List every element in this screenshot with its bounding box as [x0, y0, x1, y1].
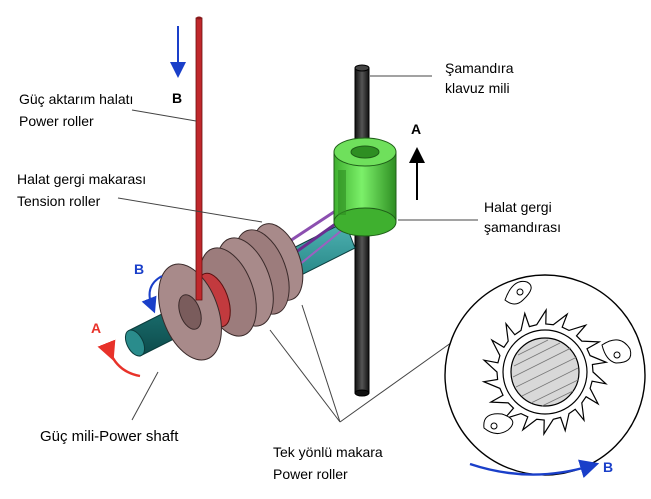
label-power-rope-en: Power roller [19, 113, 94, 129]
label-power-rope-tr: Güç aktarım halatı [19, 91, 133, 107]
arrow-a-bottom [97, 339, 141, 378]
leader-lines [117, 75, 478, 423]
one-way-roller-detail [444, 274, 646, 476]
label-tension-float-1: Halat gergi [484, 199, 552, 215]
marker-b-mid: B [134, 261, 144, 277]
label-tension-roller-en: Tension roller [17, 193, 101, 209]
tension-float [333, 137, 397, 237]
marker-a-top: A [411, 121, 421, 137]
marker-a-bottom: A [91, 320, 101, 336]
label-tension-float-2: şamandırası [484, 219, 561, 235]
power-rope [195, 16, 203, 301]
marker-b-bottom: B [603, 459, 613, 475]
label-power-shaft: Güç mili-Power shaft [40, 428, 179, 445]
label-float-guide-1: Şamandıra [445, 60, 514, 76]
arrow-b-mid [141, 275, 163, 314]
marker-b-top: B [172, 90, 182, 106]
label-one-way-roller-tr: Tek yönlü makara [273, 444, 383, 460]
label-float-guide-2: klavuz mili [445, 80, 510, 96]
arrow-b-bottom [469, 459, 600, 478]
label-one-way-roller-en: Power roller [273, 466, 348, 482]
hatching [512, 339, 579, 407]
roller-disks [158, 223, 304, 361]
label-tension-roller-tr: Halat gergi makarası [17, 171, 146, 187]
